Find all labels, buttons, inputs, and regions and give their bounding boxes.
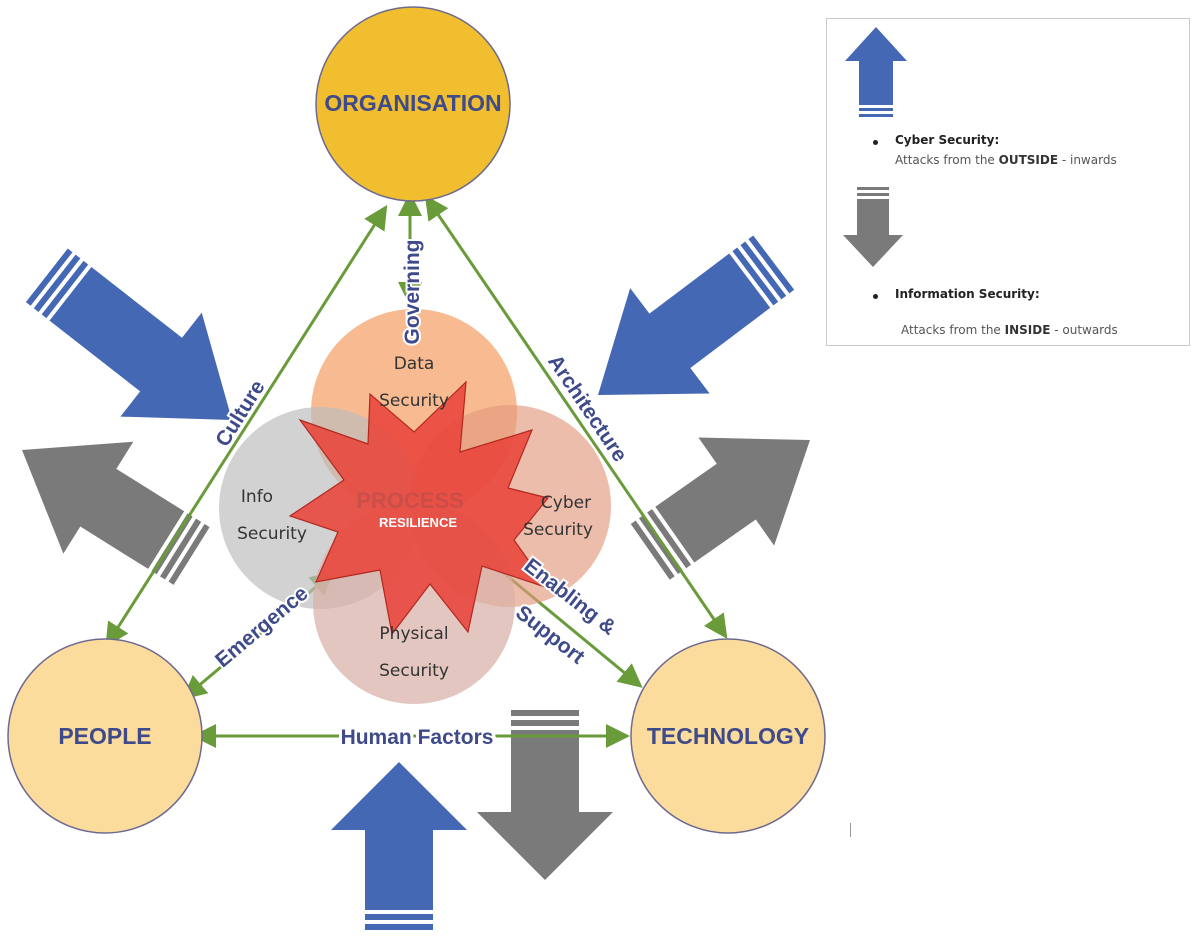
data-security-label-2: Security [379, 391, 449, 411]
physical-security-label-2: Security [379, 661, 449, 681]
cyber-security-label-1: Cyber [541, 493, 591, 513]
information-security-legend-title: Information Security: [895, 287, 1040, 301]
resilience-label: RESILIENCE [379, 515, 457, 530]
divider-tick [850, 823, 851, 837]
resilience-star [288, 380, 550, 636]
architecture-arrow [424, 195, 728, 639]
cyber-security-legend-title: Cyber Security: [895, 133, 1000, 147]
info-security-label-2: Security [237, 524, 307, 544]
organisation-label: ORGANISATION [324, 90, 501, 116]
physical-security-label-1: Physical [379, 624, 448, 644]
gray-arrow-icon [22, 441, 210, 585]
culture-arrow [105, 204, 388, 648]
blue-arrow-icon [845, 27, 907, 117]
human-factors-label: Human Factors [341, 726, 494, 749]
legend: Cyber Security: Attacks from the OUTSIDE… [826, 18, 1190, 346]
data-security-label-1: Data [394, 354, 435, 374]
cyber-security-label-2: Security [523, 520, 593, 540]
cyber-security-legend-desc: Attacks from the OUTSIDE - inwards [895, 153, 1117, 167]
gray-arrow-icon [630, 437, 810, 580]
gray-arrow-icon [843, 187, 903, 267]
emergence-label: Emergence [211, 582, 313, 672]
process-label: PROCESS [356, 488, 464, 513]
people-label: PEOPLE [58, 723, 151, 749]
technology-label: TECHNOLOGY [647, 723, 809, 749]
info-security-label-1: Info [241, 487, 273, 507]
information-security-legend-desc: Attacks from the INSIDE - outwards [901, 323, 1118, 337]
organisation-node [315, 6, 511, 202]
relationship-arrows [105, 192, 728, 748]
technology-node [630, 638, 826, 834]
governing-label: Governing [401, 239, 424, 344]
people-node [7, 638, 203, 834]
blue-arrow-icon [331, 762, 467, 930]
